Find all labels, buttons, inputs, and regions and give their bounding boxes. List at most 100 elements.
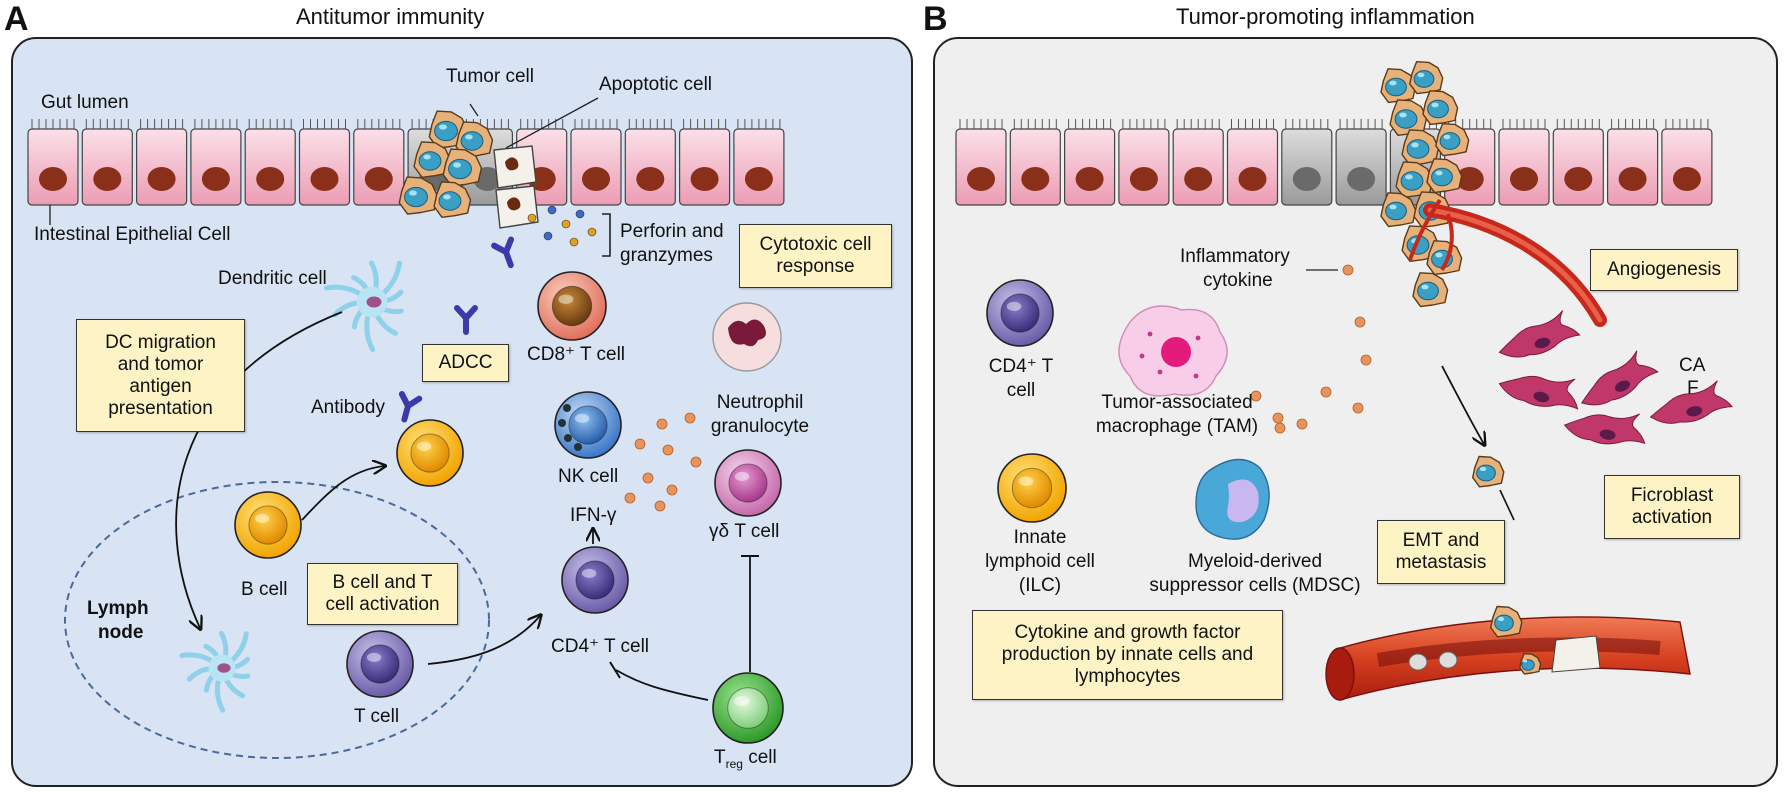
epithelial-cell bbox=[353, 119, 405, 206]
cell-nucleus bbox=[728, 463, 768, 503]
tumor-cell bbox=[398, 176, 439, 215]
tumor-nucleus-highlight bbox=[1389, 204, 1397, 210]
epithelial-nucleus bbox=[744, 167, 773, 191]
ifn-cytokine bbox=[684, 412, 696, 424]
ifn-cytokine bbox=[624, 492, 636, 504]
tumor-nucleus-highlight bbox=[1522, 659, 1528, 663]
fibroblast-body bbox=[1580, 350, 1659, 406]
ifn-cytokine bbox=[690, 456, 702, 468]
tumor-nucleus bbox=[448, 158, 472, 180]
angiogenesis-box: Angiogenesis bbox=[1590, 249, 1738, 291]
lymph-node-label-2: node bbox=[98, 622, 144, 643]
neutrophil-label-2: granulocyte bbox=[710, 416, 810, 437]
treg-cell-label: Treg cell bbox=[714, 747, 777, 771]
tam-nucleus bbox=[1161, 337, 1191, 367]
perforin-granule bbox=[561, 219, 571, 229]
epithelial-cell bbox=[1118, 119, 1170, 206]
panel-a-epithelium bbox=[27, 119, 785, 206]
metastatic-tumor-cell bbox=[1471, 455, 1505, 488]
cancer-associated-fibroblast bbox=[1498, 310, 1581, 358]
tumor-cell-label: Tumor cell bbox=[446, 66, 534, 87]
ficroblast-activation-box: Ficroblast activation bbox=[1604, 475, 1740, 539]
ifn-cytokine bbox=[654, 500, 666, 512]
mdsc bbox=[1195, 458, 1270, 540]
tumor-cell-b bbox=[1409, 61, 1444, 95]
cancer-associated-fibroblast bbox=[1580, 350, 1659, 406]
inflammatory-cytokine-label-1: Inflammatory bbox=[1180, 246, 1290, 267]
fibroblast-nucleus bbox=[1614, 380, 1631, 392]
tam-granule bbox=[1157, 369, 1163, 375]
cytotoxic-response-box: Cytotoxic cell response bbox=[739, 224, 892, 288]
epithelial-nucleus bbox=[1129, 167, 1158, 191]
perforin-granule bbox=[547, 205, 557, 215]
epithelial-cell bbox=[1661, 119, 1713, 206]
red-blood-cell bbox=[1408, 653, 1428, 671]
vessel-lumen bbox=[1376, 637, 1661, 667]
epithelial-cell bbox=[624, 119, 676, 206]
inflammatory-cytokine bbox=[1274, 422, 1286, 434]
cell-nucleus bbox=[575, 560, 615, 600]
epithelial-cell bbox=[1606, 119, 1659, 206]
epithelial-nucleus bbox=[1347, 167, 1376, 191]
cell-highlight bbox=[1018, 476, 1034, 486]
epithelial-cell bbox=[733, 119, 785, 206]
inflammatory-cytokine bbox=[1352, 402, 1364, 414]
tam-granule bbox=[1195, 335, 1201, 341]
bt-activation-box: B cell and T cell activation bbox=[307, 563, 458, 625]
epithelial-cell bbox=[81, 119, 133, 206]
epithelial-cell bbox=[136, 119, 188, 206]
inflammatory-cytokine bbox=[1342, 264, 1354, 276]
tumor-nucleus bbox=[434, 120, 458, 142]
tumor-nucleus bbox=[1494, 614, 1514, 632]
apoptotic-pointer bbox=[505, 97, 599, 149]
ifn-gamma-label: IFN-γ bbox=[570, 505, 617, 526]
cell-highlight bbox=[366, 652, 382, 663]
nk-cell bbox=[554, 391, 622, 459]
nk-granule bbox=[563, 404, 571, 412]
epithelial-cell bbox=[1226, 119, 1279, 206]
cell-highlight bbox=[254, 513, 270, 524]
epithelial-cell bbox=[1552, 119, 1604, 206]
tumor-nucleus-highlight bbox=[453, 162, 461, 168]
nk-granule bbox=[558, 419, 566, 427]
treg-inhibit-cd4-bar bbox=[609, 661, 621, 679]
tumor-nucleus bbox=[1431, 167, 1453, 187]
ilc-label-1: Innate bbox=[1013, 527, 1067, 548]
mdsc-label-2: suppressor cells (MDSC) bbox=[1149, 575, 1361, 596]
tumor-nucleus bbox=[1400, 171, 1424, 191]
cancer-associated-fibroblast bbox=[1563, 413, 1646, 445]
tumor-cell bbox=[442, 148, 483, 187]
tumor-nucleus bbox=[1427, 99, 1449, 119]
cell-nucleus bbox=[1011, 467, 1053, 509]
epithelial-cell bbox=[244, 119, 296, 206]
tumor-cell-b bbox=[1412, 272, 1449, 308]
tumor-associated-macrophage bbox=[1118, 305, 1228, 397]
cytokine-production-box: Cytokine and growth factor production by… bbox=[972, 610, 1283, 700]
cd8-t-cell bbox=[537, 271, 607, 341]
intravasating-tumor-cell bbox=[1489, 605, 1523, 638]
b-cell bbox=[234, 491, 302, 559]
epithelial-nucleus bbox=[364, 167, 393, 191]
nk-cell-label: NK cell bbox=[558, 466, 619, 487]
epithelial-nucleus bbox=[1292, 167, 1321, 191]
dc-migration-arrow bbox=[175, 311, 343, 628]
tumor-nucleus-highlight bbox=[1435, 252, 1443, 258]
tumor-nucleus bbox=[1385, 77, 1407, 97]
ilc-label-3: (ILC) bbox=[1018, 575, 1062, 596]
inflammatory-cytokine bbox=[1296, 418, 1308, 430]
fibroblast-nucleus bbox=[1686, 406, 1703, 417]
ifn-cytokine bbox=[634, 438, 646, 450]
lymph-node-label-1: Lymph bbox=[87, 598, 149, 619]
epithelial-cell bbox=[298, 119, 351, 206]
fibroblast-body bbox=[1498, 310, 1581, 358]
tumor-nucleus bbox=[1406, 139, 1430, 159]
blood-vessel bbox=[1325, 616, 1691, 701]
epithelial-nucleus bbox=[967, 167, 995, 191]
tumor-nucleus bbox=[404, 186, 428, 208]
antibody-shape bbox=[491, 236, 515, 269]
panel-b-letter: B bbox=[923, 0, 948, 38]
vessel-opening bbox=[1325, 647, 1355, 701]
tumor-nucleus bbox=[1394, 109, 1418, 129]
cell-highlight bbox=[574, 413, 590, 424]
cancer-associated-fibroblast bbox=[1649, 380, 1734, 424]
